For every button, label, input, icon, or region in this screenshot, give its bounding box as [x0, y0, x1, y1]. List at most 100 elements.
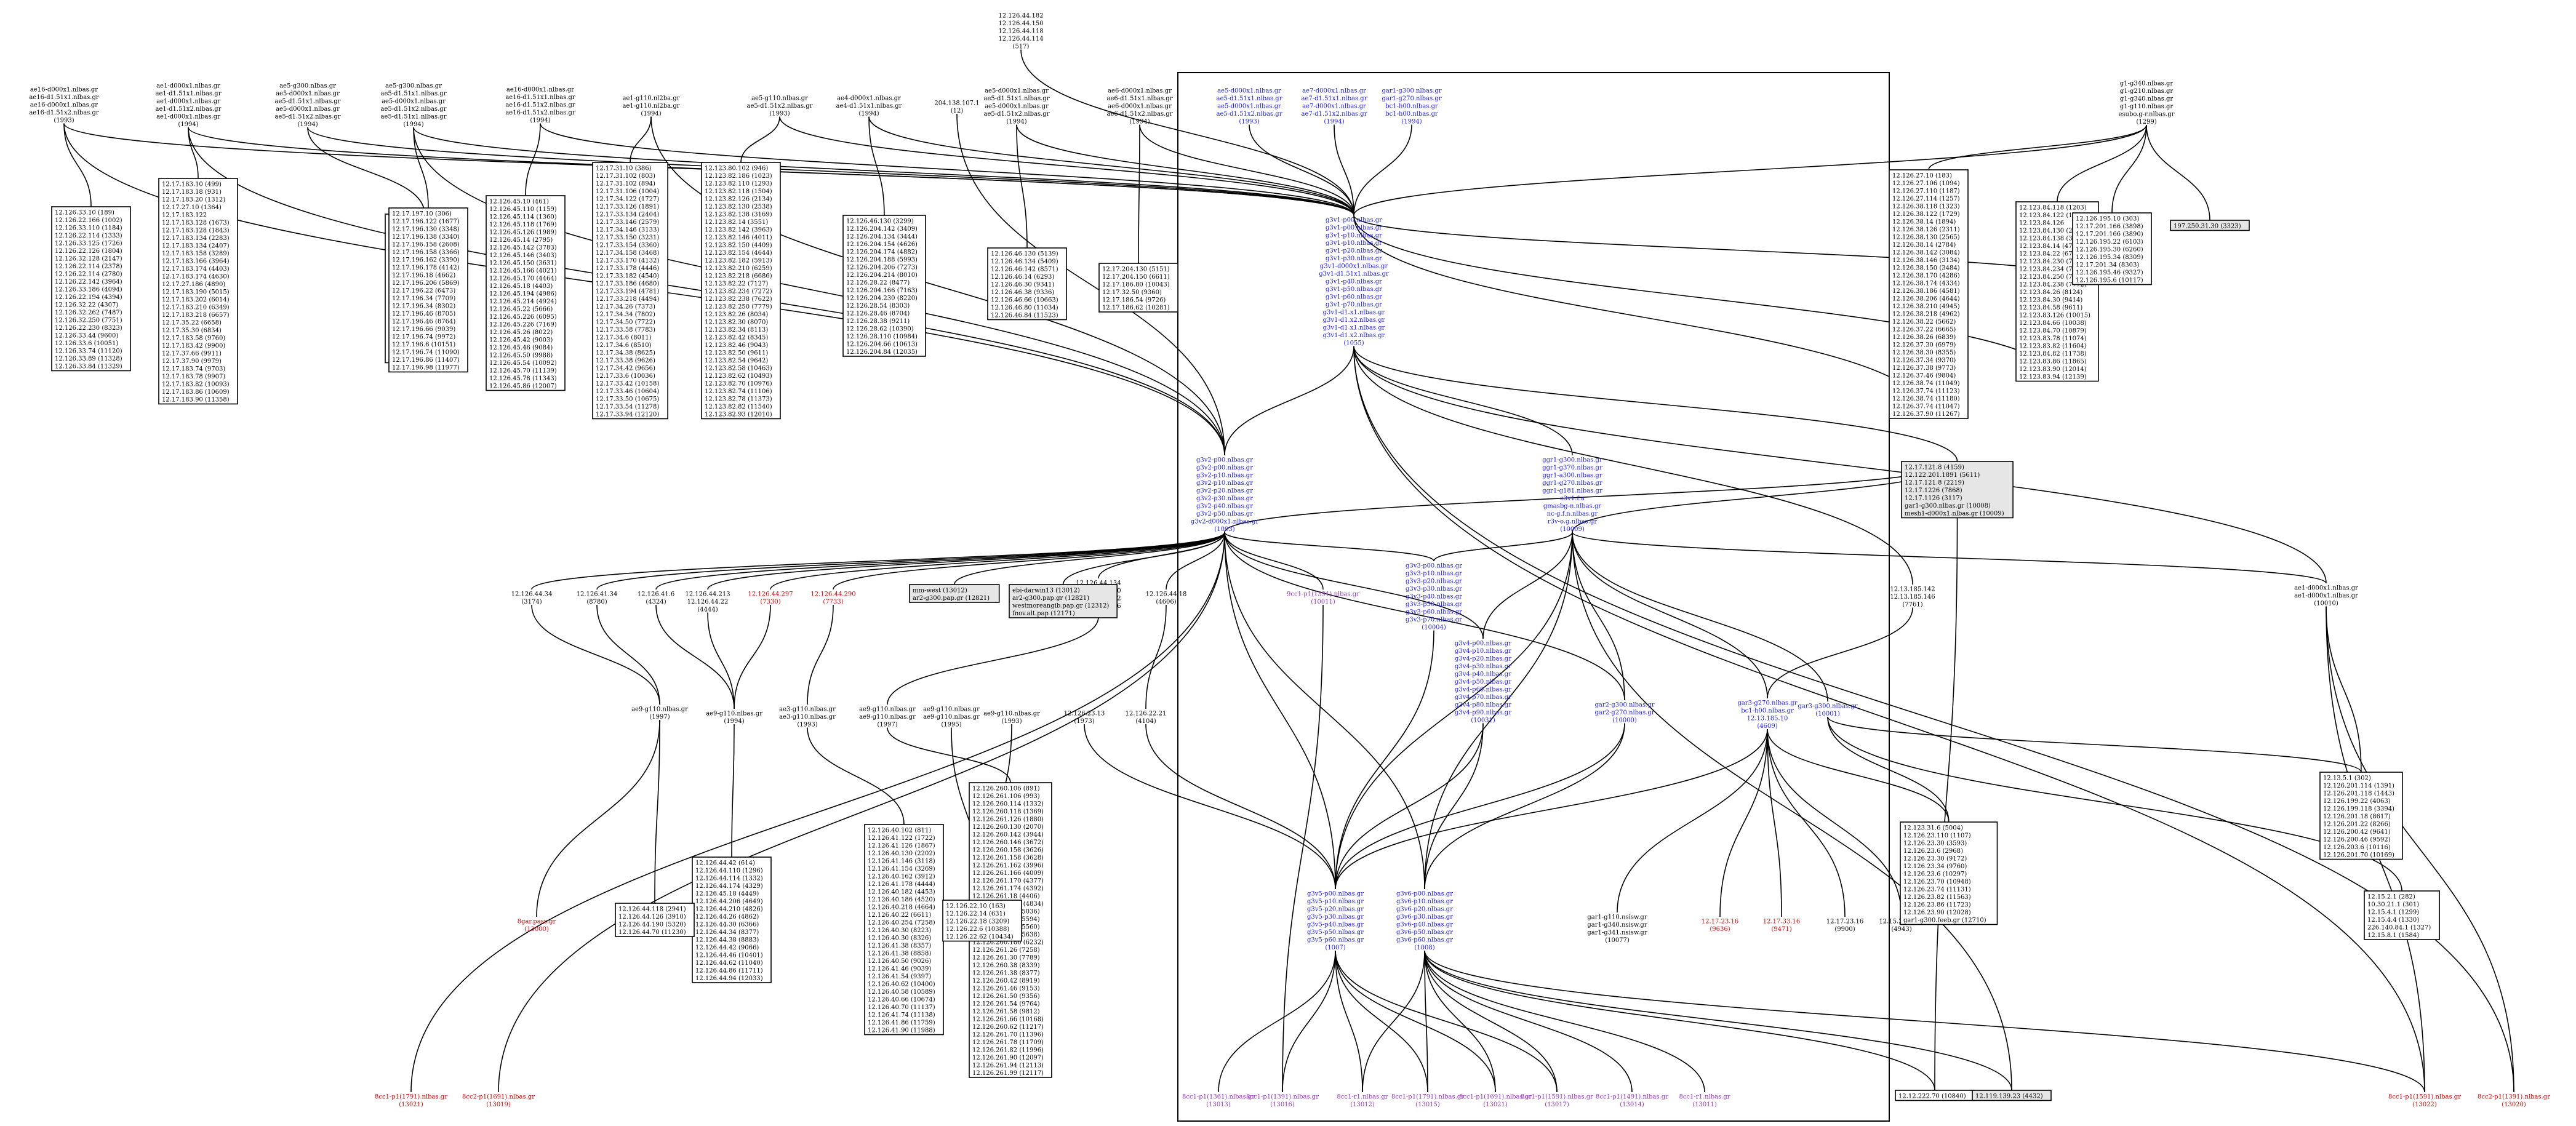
router-node: 8cc1-r1.nlbas.gr(13011)	[1679, 1094, 1730, 1109]
node-label-line: (10004)	[1422, 625, 1446, 631]
node-label-line: 12.17.183.20 (1312)	[162, 197, 225, 204]
node-label-line: 12.17.183.174 (4403)	[162, 266, 230, 273]
node-label-line: 12.126.41.54 (9397)	[868, 973, 931, 980]
node-label-line: 12.123.82.110 (1293)	[705, 181, 772, 188]
node-label-line: 12.126.45.226 (7169)	[489, 322, 557, 329]
node-label-line: ae5-d1.51x2.nlbas.gr	[984, 111, 1050, 118]
node-label-line: 12.126.204.214 (8010)	[846, 272, 918, 279]
node-label-line: 12.126.38.150 (3484)	[1892, 265, 1960, 272]
node-label-line: 12.126.44.213	[685, 591, 730, 598]
node-label-line: (9471)	[1771, 926, 1791, 933]
node-label-line: 12.126.33.10 (189)	[55, 210, 114, 217]
node-label-line: (13014)	[1620, 1101, 1644, 1108]
node-label-line: 12.126.44.114 (1332)	[695, 876, 763, 882]
node-label-line: 12.17.33.170 (4132)	[596, 258, 659, 265]
node-label-line: 12.123.82.34 (8113)	[705, 327, 768, 333]
node-label-line: ae4-d1.51x1.nlbas.gr	[836, 103, 902, 110]
node-label-line: 12.126.33.74 (11120)	[55, 348, 122, 355]
address-box-frame	[1009, 584, 1118, 618]
node-label-line: (1994)	[530, 118, 550, 124]
node-label-line: ae5-d000x1.nlbas.gr	[276, 90, 340, 97]
address-box-frame	[158, 178, 238, 405]
graph-edge	[1424, 950, 2425, 1093]
node-label-line: 12.17.1226 (7868)	[1905, 487, 1962, 494]
node-label-line: 12.126.195.6 (10117)	[2076, 278, 2143, 284]
graph-edge	[1353, 346, 1573, 456]
node-label-line: 12.126.45.18 (4449)	[695, 891, 759, 898]
router-node: g3v4-p00.nlbas.grg3v4-p10.nlbas.grg3v4-p…	[1455, 641, 1511, 724]
node-label-line: 12.126.44.174 (4329)	[695, 883, 763, 890]
node-label-line: (4606)	[1156, 599, 1176, 605]
node-label-line: 12.126.201.70 (10169)	[2323, 852, 2394, 859]
address-box: 12.13.5.1 (302)12.126.201.114 (1391)12.1…	[2319, 772, 2403, 860]
node-label-line: (1994)	[724, 718, 744, 725]
graph-edge	[1767, 607, 1913, 699]
node-label-line: ae9-g110.nlbas.gr	[923, 714, 980, 721]
node-label-line: (1994)	[297, 121, 318, 128]
node-label-line: g3v3-p10.nlbas.gr	[1406, 570, 1462, 577]
node-label-line: ae7-d1.51x2.nlbas.gr	[1302, 111, 1367, 118]
router-node: 204.138.107.1(12)	[934, 100, 979, 115]
node-label-line: 8cc2-p1(1691).nlbas.gr	[462, 1094, 535, 1101]
graph-edge	[1282, 950, 1336, 1093]
node-label-line: 12.17.183.74 (9703)	[162, 366, 225, 373]
graph-edge	[1572, 532, 1625, 701]
node-label-line: ae9-g110.nlbas.gr	[631, 706, 688, 713]
node-label-line: g3v3-p00.nlbas.gr	[1406, 563, 1462, 570]
node-label-line: 12.17.196.74 (11090)	[392, 349, 460, 356]
graph-edge	[1224, 532, 1484, 639]
node-label-line: (1994)	[1006, 119, 1026, 126]
node-label-line: g3v4-p40.nlbas.gr	[1455, 671, 1511, 678]
node-label-line: 12.126.44.94 (12033)	[695, 975, 763, 982]
graph-edge	[1224, 532, 1425, 890]
node-label-line: 12.17.34.6 (8011)	[596, 335, 652, 341]
address-box-frame	[987, 247, 1067, 321]
graph-edge	[1572, 532, 1828, 702]
router-node: ae6-d000x1.nlbas.grae6-d1.51x1.nlbas.gra…	[1107, 88, 1173, 126]
address-box: 12.15.2.1 (282)10.30.21.1 (301)12.15.4.1…	[2364, 890, 2440, 940]
node-label-line: ar2-g300.pap.gr (12821)	[1012, 595, 1089, 602]
router-node: 12.126.41.6(4324)	[638, 591, 674, 606]
cluster-frame	[1177, 72, 1890, 1122]
node-label-line: 12.126.44.34 (8377)	[695, 929, 759, 936]
router-node: 12.126.44.290(7733)	[810, 591, 855, 606]
node-label-line: 12.126.45.166 (4021)	[489, 268, 557, 274]
router-node: gar1-g110.nsisw.grgar1-g340.nsisw.grgar1…	[1587, 914, 1647, 944]
address-box: 12.126.40.102 (811)12.126.41.122 (1722)1…	[864, 824, 944, 1036]
node-label-line: g3v4-p60.nlbas.gr	[1455, 687, 1511, 693]
graph-edge	[1282, 604, 1324, 1093]
graph-edge	[1084, 724, 1336, 890]
node-label-line: ebi-darwin13 (13012)	[1012, 588, 1080, 594]
node-label-line: 12.126.45.50 (9988)	[489, 353, 553, 359]
node-label-line: 12.126.195.30 (6260)	[2076, 247, 2143, 254]
node-label-line: (1994)	[1324, 119, 1344, 126]
node-label-line: 12.123.83.126 (10015)	[2019, 313, 2090, 319]
node-label-line: ae5-d1.51x1.nlbas.gr	[984, 95, 1050, 102]
node-label-line: (10011)	[1311, 599, 1335, 605]
router-node: 8cc1-r1.nlbas.gr(13012)	[1337, 1094, 1388, 1109]
node-label-line: 12.123.84.250 (7749)	[2019, 274, 2087, 281]
node-label-line: ae5-d000x1.nlbas.gr	[382, 98, 446, 105]
node-label-line: 12.123.84.118 (1203)	[2019, 205, 2087, 212]
node-label-line: 12.126.37.22 (6665)	[1892, 327, 1956, 333]
node-label-line: 12.126.41.146 (3118)	[868, 858, 935, 865]
node-label-line: (10077)	[1605, 937, 1630, 944]
router-node: g3v2-p00.nlbas.grg3v2-p00.nlbas.grg3v2-p…	[1191, 457, 1259, 533]
graph-edge	[1353, 346, 1913, 585]
address-box: 12.119.139.23 (4432)	[1972, 1090, 2052, 1101]
node-label-line: 12.126.38.14 (2784)	[1892, 242, 1956, 249]
node-label-line: 12.126.44.206 (4649)	[695, 898, 763, 905]
node-label-line: 12.126.41.154 (3269)	[868, 866, 935, 872]
router-node: ae5-g300.nlbas.grae5-d000x1.nlbas.grae5-…	[275, 83, 341, 129]
graph-edge	[1335, 723, 1625, 890]
node-label-line: 12.17.196.22 (6473)	[392, 288, 455, 295]
node-label-line: 12.126.260.38 (8339)	[972, 962, 1040, 969]
address-box: 12.126.46.130 (3299)12.126.204.142 (3409…	[842, 215, 926, 357]
node-label-line: ae5-g110.nlbas.gr	[751, 95, 808, 102]
address-box-frame	[1098, 263, 1178, 313]
node-label-line: 12.126.201.22 (8266)	[2323, 821, 2391, 828]
node-label-line: 12.123.82.62 (10493)	[705, 373, 772, 380]
router-node: 12.126.44.34(3174)	[511, 591, 553, 606]
